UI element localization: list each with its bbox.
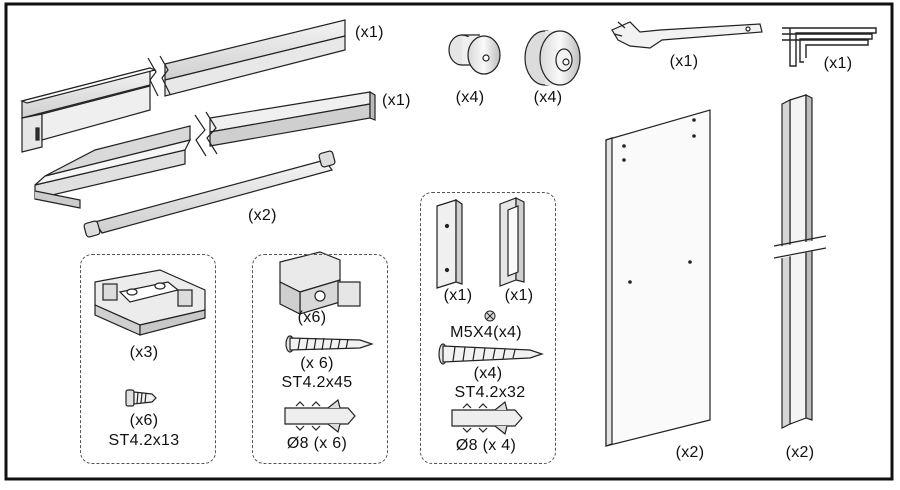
handle-bar-qty: (x2) xyxy=(248,207,277,224)
large-wheel xyxy=(524,30,581,86)
screw-st42x45 xyxy=(285,335,374,353)
anchor-b-label: Ø8 (x 6) xyxy=(286,435,348,452)
screw-st42x32 xyxy=(438,343,544,365)
wall-anchor-8mm-c xyxy=(451,400,523,436)
nut-m5x4 xyxy=(484,310,496,322)
clip-qty: (x3) xyxy=(129,344,159,361)
bottom-track xyxy=(34,90,376,209)
spanner-qty: (x1) xyxy=(669,53,699,70)
mounting-block xyxy=(279,251,361,315)
screw-c-spec: ST4.2x32 xyxy=(454,384,526,401)
screw-st42x13 xyxy=(125,389,157,407)
outer-frame xyxy=(4,2,894,481)
u-profile xyxy=(772,94,828,429)
screw-a-spec: ST4.2x13 xyxy=(108,432,180,449)
nut-label: M5X4(x4) xyxy=(450,324,522,341)
anchor-c-label: Ø8 (x 4) xyxy=(455,437,517,454)
screw-c-qty: (x4) xyxy=(473,365,503,382)
u-bracket-right xyxy=(499,197,525,287)
block-qty: (x6) xyxy=(297,309,327,326)
small-wheel-qty: (x4) xyxy=(455,89,485,106)
small-wheel xyxy=(448,34,501,75)
handle-bar xyxy=(83,150,336,238)
spanner-wrench xyxy=(611,21,763,49)
top-rail xyxy=(20,19,346,153)
u-profile-qty: (x2) xyxy=(785,444,815,461)
screw-a-qty: (x6) xyxy=(129,412,159,429)
large-wheel-qty: (x4) xyxy=(533,89,563,106)
hex-keys xyxy=(782,27,877,67)
screw-b-spec: ST4.2x45 xyxy=(281,374,353,391)
glass-panel xyxy=(605,109,711,447)
hex-keys-qty: (x1) xyxy=(823,55,853,72)
bracket-right-qty: (x1) xyxy=(504,287,534,304)
glass-panel-qty: (x2) xyxy=(675,444,705,461)
u-bracket-left xyxy=(436,198,463,289)
bottom-track-qty: (x1) xyxy=(382,92,411,109)
wall-anchor-8mm xyxy=(284,398,356,434)
fixing-group-a xyxy=(80,254,216,464)
mounting-clip xyxy=(94,269,206,336)
fixing-group-c xyxy=(420,192,556,464)
fixing-group-b xyxy=(252,254,388,464)
screw-b-qty: (x 6) xyxy=(300,355,334,372)
top-rail-qty: (x1) xyxy=(355,24,384,41)
bracket-left-qty: (x1) xyxy=(443,287,473,304)
